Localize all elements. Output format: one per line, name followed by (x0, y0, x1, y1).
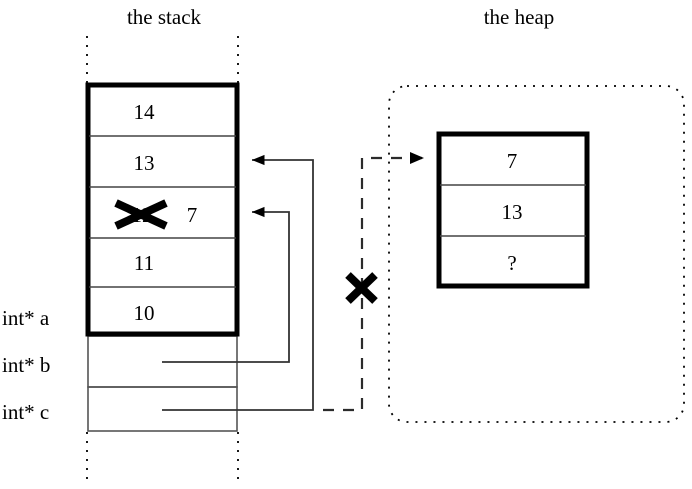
pointer-line-c (162, 154, 314, 411)
stack-frame-outline (85, 82, 240, 337)
variable-label-b: int* b (2, 353, 50, 377)
heap-title: the heap (484, 5, 555, 29)
variable-label-a: int* a (2, 306, 50, 330)
heap-cell-value-0: 7 (507, 149, 518, 173)
invalid-pointer-x-icon (345, 272, 378, 304)
stack-cell-value-3: 11 (134, 251, 154, 275)
heap-cell-values: 7 13 ? (502, 149, 523, 275)
stack-outer-cell-c (87, 386, 238, 432)
heap-cell-value-1: 13 (502, 200, 523, 224)
pointer-line-b (162, 206, 290, 363)
stack-cell-value-4: 10 (134, 301, 155, 325)
stack-title: the stack (127, 5, 202, 29)
heap-block (436, 131, 590, 289)
stack-outer-cells (87, 335, 238, 432)
heap-block-outline (436, 131, 590, 289)
stack-cell-value-2: 7 (187, 203, 198, 227)
stack-cell-value-1: 13 (134, 151, 155, 175)
variable-label-c: int* c (2, 400, 49, 424)
heap-cell-value-2: ? (507, 251, 516, 275)
stack-cell-values: 14 13 12 7 11 10 (114, 100, 198, 325)
stack-frame-block (85, 82, 240, 337)
stack-cell-value-0: 14 (134, 100, 156, 124)
stack-cell-strikeout-mark (114, 199, 168, 230)
dangling-pointer-line (323, 152, 424, 412)
stack-guide-lines (86, 36, 239, 483)
